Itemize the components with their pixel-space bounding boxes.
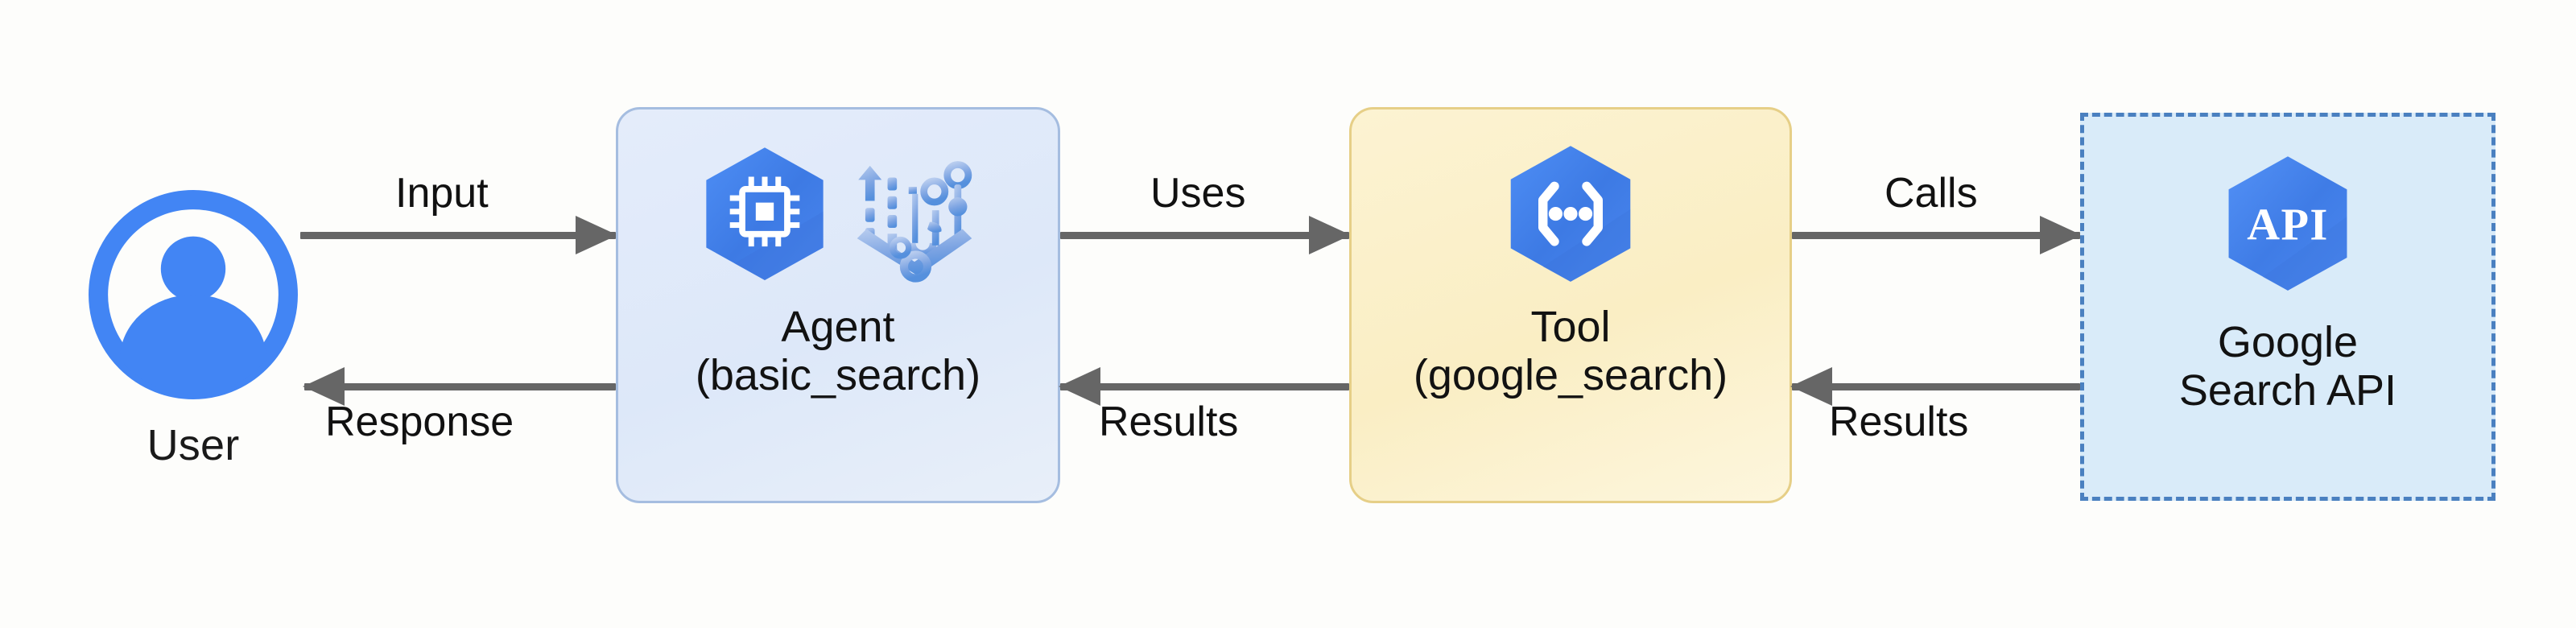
edge-uses-label: Uses: [1150, 170, 1246, 217]
edge-response-line: [304, 383, 616, 390]
edge-response-arrowhead-icon: [303, 367, 345, 406]
agent-pipeline-icon: [850, 144, 979, 290]
edge-calls-line: [1792, 232, 2080, 239]
edge-calls-arrowhead-icon: [2040, 216, 2082, 254]
api-hexagon-icon: API: [2219, 153, 2356, 300]
edge-uses-line: [1060, 232, 1349, 239]
cloud-function-hexagon-icon: [1501, 143, 1640, 291]
user-avatar-icon: [85, 187, 301, 403]
cpu-chip-hexagon-icon: [697, 144, 832, 290]
api-hexagon-text: API: [2247, 200, 2329, 250]
node-agent[interactable]: Agent (basic_search): [616, 107, 1060, 503]
node-user[interactable]: User: [80, 187, 306, 501]
node-tool-label: Tool (google_search): [1413, 303, 1728, 400]
node-google-search-api[interactable]: API Google Search API: [2080, 113, 2496, 501]
edge-response-label: Response: [325, 399, 514, 445]
node-user-label: User: [147, 421, 240, 469]
edge-api-results-line: [1792, 383, 2080, 390]
node-agent-label: Agent (basic_search): [695, 303, 981, 400]
node-api-label: Google Search API: [2178, 318, 2397, 415]
node-api-icons: API: [2219, 154, 2356, 299]
edge-input-arrowhead-icon: [576, 216, 617, 254]
edge-uses-arrowhead-icon: [1309, 216, 1351, 254]
node-tool-icons: [1501, 140, 1640, 293]
node-tool[interactable]: Tool (google_search): [1349, 107, 1792, 503]
edge-input-label: Input: [395, 170, 489, 217]
edge-tool-results-label: Results: [1099, 399, 1239, 445]
edge-tool-results-line: [1060, 383, 1349, 390]
edge-calls-label: Calls: [1885, 170, 1978, 217]
edge-input-line: [300, 232, 616, 239]
edge-tool-results-arrowhead-icon: [1059, 367, 1100, 406]
edge-api-results-label: Results: [1829, 399, 1969, 445]
edge-api-results-arrowhead-icon: [1790, 367, 1832, 406]
node-agent-icons: [697, 140, 979, 293]
